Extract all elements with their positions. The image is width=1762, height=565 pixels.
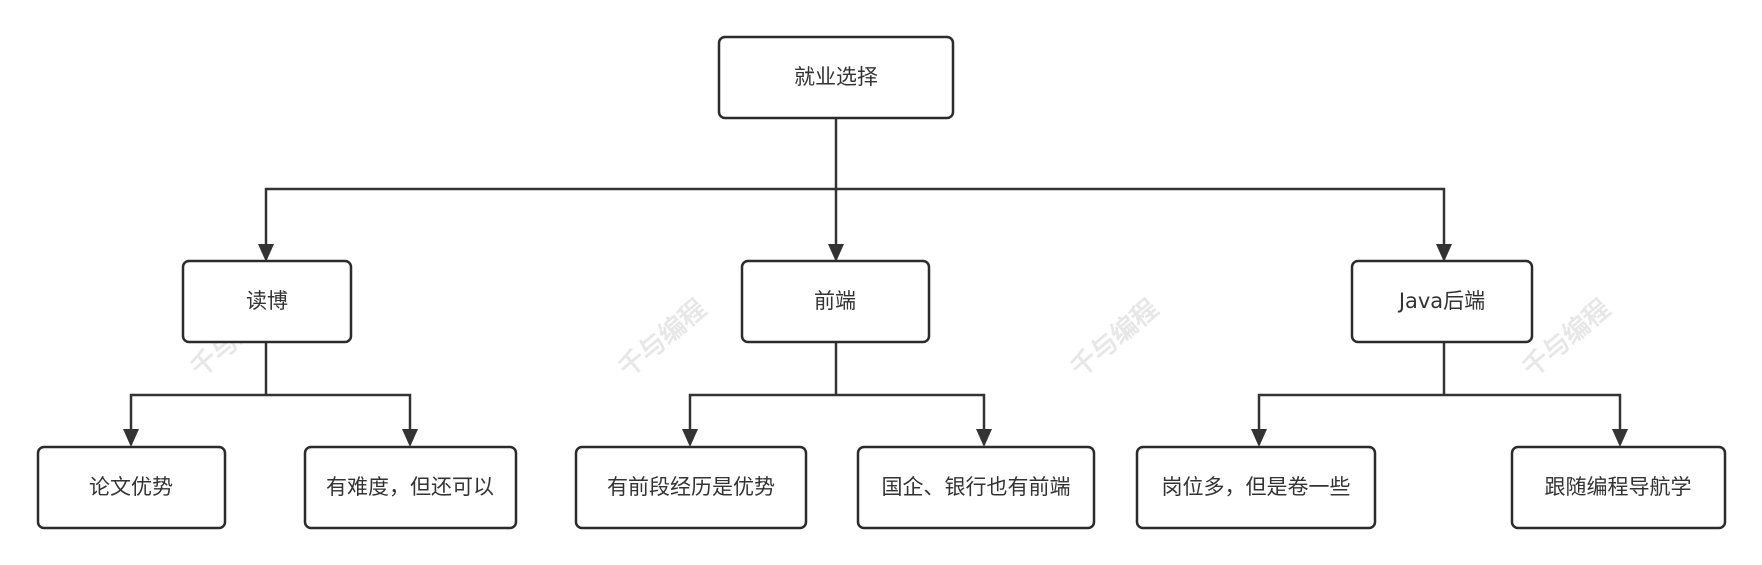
node-label: 就业选择 — [794, 65, 878, 89]
node-label: 读博 — [246, 289, 288, 313]
node-label: 国企、银行也有前端 — [882, 475, 1071, 499]
node-label: 岗位多，但是卷一些 — [1162, 475, 1351, 499]
arrowhead — [123, 429, 139, 447]
node-label: 跟随编程导航学 — [1545, 475, 1692, 499]
edge-root-to-java — [836, 187, 1446, 246]
node-frontend-a[interactable]: 有前段经历是优势 — [574, 445, 808, 530]
edge-java-to-a — [1257, 393, 1444, 431]
edge-phd-to-a — [129, 393, 266, 431]
arrowhead — [1612, 429, 1628, 447]
node-java[interactable]: Java后端 — [1350, 259, 1534, 344]
node-label: Java后端 — [1397, 289, 1485, 313]
edge-java-to-b — [1444, 393, 1622, 431]
arrowhead — [1436, 244, 1452, 262]
arrowhead — [402, 429, 418, 447]
node-java-a[interactable]: 岗位多，但是卷一些 — [1135, 445, 1377, 530]
node-frontend[interactable]: 前端 — [740, 259, 931, 344]
edge-frontend-to-b — [836, 393, 986, 431]
node-phd[interactable]: 读博 — [181, 259, 353, 344]
edge-phd-to-b — [266, 393, 412, 431]
node-phd-a[interactable]: 论文优势 — [36, 445, 227, 530]
edges-java — [1251, 342, 1628, 447]
node-label: 有难度，但还可以 — [326, 475, 494, 499]
watermark-text: 千与编程 — [1065, 293, 1165, 384]
edges-phd — [123, 342, 418, 447]
node-java-b[interactable]: 跟随编程导航学 — [1510, 445, 1727, 530]
arrowhead — [828, 244, 844, 262]
node-label: 论文优势 — [89, 475, 173, 499]
node-root[interactable]: 就业选择 — [717, 35, 955, 120]
edges-root — [258, 118, 1452, 262]
arrowhead — [1251, 429, 1267, 447]
edge-root-to-phd — [264, 187, 836, 246]
node-label: 有前段经历是优势 — [607, 475, 775, 499]
edge-frontend-to-a — [688, 393, 836, 431]
node-phd-b[interactable]: 有难度，但还可以 — [303, 445, 518, 530]
node-label: 前端 — [814, 289, 856, 313]
edges-frontend — [682, 342, 992, 447]
arrowhead — [976, 429, 992, 447]
node-frontend-b[interactable]: 国企、银行也有前端 — [856, 445, 1096, 530]
arrowhead — [682, 429, 698, 447]
watermark-text: 千与编程 — [613, 293, 713, 384]
arrowhead — [258, 244, 274, 262]
